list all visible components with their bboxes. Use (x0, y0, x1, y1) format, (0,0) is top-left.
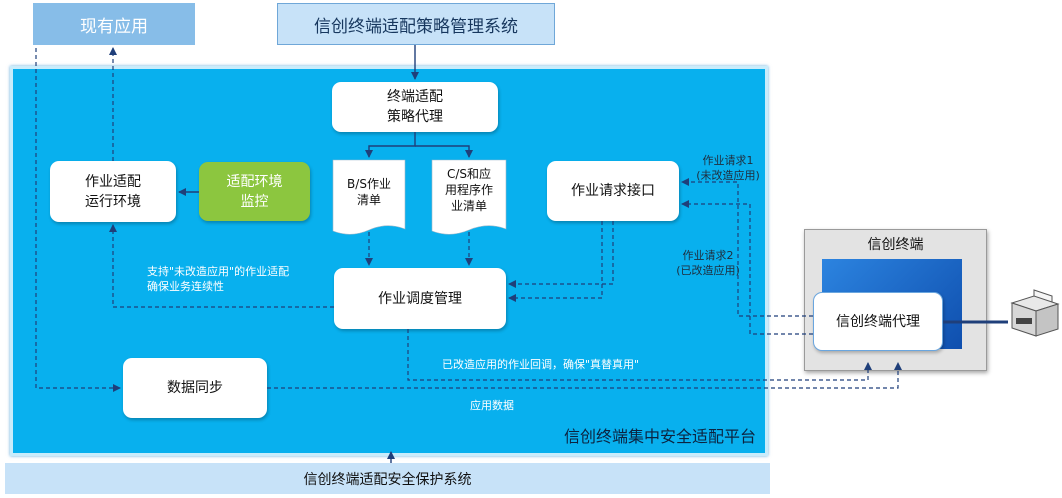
bs-list-label: B/S作业 清单 (347, 177, 391, 207)
cs-list-document (431, 159, 507, 235)
bs-list-document (332, 159, 406, 235)
request1-arrow (681, 178, 813, 317)
security-protection-system-bar: 信创终端适配安全保护系统 (5, 463, 770, 494)
request-interface-box: 作业请求接口 (547, 161, 679, 221)
support-note-label: 支持"未改造应用"的作业适配 确保业务连续性 (147, 265, 290, 293)
data-sync-box: 数据同步 (123, 358, 267, 418)
cs-list-label: C/S和应 用程序作 业清单 (444, 167, 493, 213)
request2-label: 作业请求2 (已改造应用) (676, 249, 740, 277)
terminal-agent-box: 信创终端代理 (813, 292, 943, 351)
platform-title: 信创终端集中安全适配平台 (563, 427, 756, 446)
request2-arrow (681, 200, 813, 335)
runtime-environment-box: 作业适配 运行环境 (50, 161, 176, 222)
agent-to-bs-arrow (365, 132, 416, 158)
left-to-sync-arrow (35, 48, 121, 392)
strategy-management-system-box: 信创终端适配策略管理系统 (277, 3, 555, 45)
agent-to-cs-arrow (415, 145, 473, 158)
app-data-label: 应用数据 (470, 399, 514, 412)
callback-note-label: 已改造应用的作业回调，确保"真替真用" (442, 358, 640, 371)
request-to-scheduler-arrow-2 (508, 221, 614, 288)
app-data-arrow (267, 362, 902, 389)
scheduler-to-runtime-arrow (109, 224, 334, 308)
request-to-scheduler-arrow-1 (508, 221, 603, 302)
callback-arrow (407, 329, 872, 381)
scheduler-box: 作业调度管理 (334, 268, 506, 329)
request1-label: 作业请求1 (未改造应用) (696, 154, 760, 182)
environment-monitor-box: 适配环境 监控 (199, 162, 310, 221)
existing-apps-box: 现有应用 (33, 3, 195, 45)
strategy-agent-box: 终端适配 策略代理 (332, 82, 498, 132)
terminal-title: 信创终端 (867, 237, 924, 253)
